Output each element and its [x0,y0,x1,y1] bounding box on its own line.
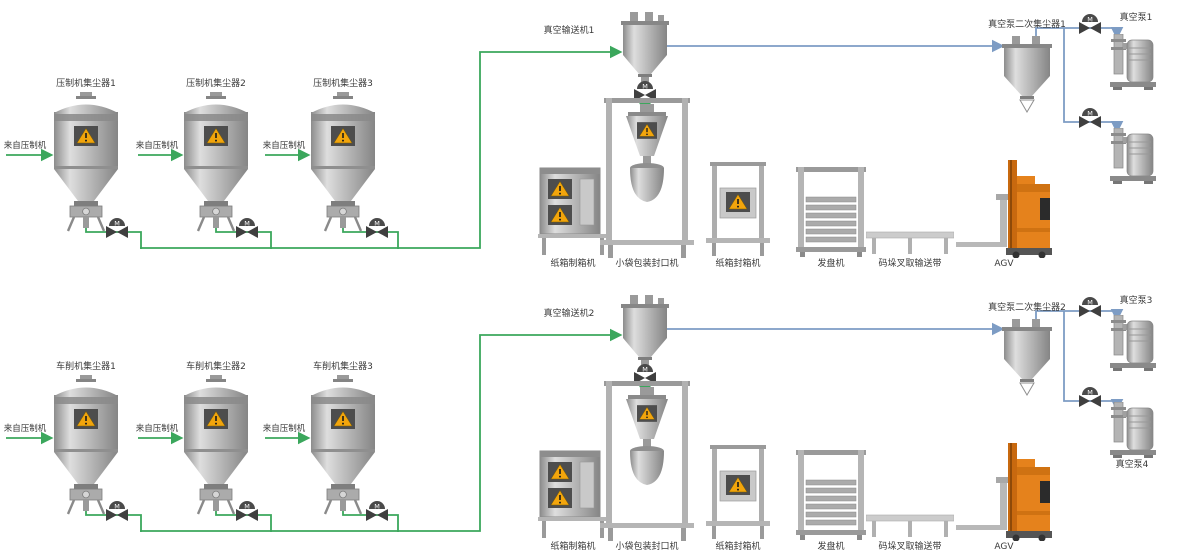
top-pump-1-label: 真空泵1 [1119,13,1153,23]
bottom-pallet-dispenser[interactable] [796,450,866,540]
bottom-collector-1-label: 车削机集尘器1 [56,362,116,372]
bottom-equipment-label-6: AGV [994,542,1014,552]
top-pump-valve-2[interactable] [1077,105,1103,129]
top-discharge-valve-1[interactable] [104,215,130,239]
bottom-pump-valve-1[interactable] [1077,294,1103,318]
pipe-pump3-bottom [1035,309,1124,322]
bottom-secondary-collector[interactable] [998,319,1056,397]
top-vacuum-pump-1[interactable] [1106,34,1160,90]
top-bag-packing-machine[interactable] [600,98,694,258]
top-discharge-valve-2[interactable] [234,215,260,239]
bottom-collector-3-label: 车削机集尘器3 [313,362,373,372]
top-vacuum-pump-2[interactable] [1106,128,1160,184]
top-pallet-conveyor[interactable] [866,226,954,256]
top-equipment-label-6: AGV [994,259,1014,269]
bottom-vacuum-conveyor[interactable] [615,295,675,365]
bottom-vacuum-pump-1[interactable] [1106,315,1160,371]
bottom-discharge-valve-2[interactable] [234,498,260,522]
top-secondary-collector-label: 真空泵二次集尘器1 [988,20,1066,30]
top-equipment-label-4: 发盘机 [817,259,845,269]
top-collector-1-label: 压制机集尘器1 [56,79,116,89]
bottom-pallet-conveyor[interactable] [866,509,954,539]
bottom-pump-valve-2[interactable] [1077,384,1103,408]
top-equipment-label-5: 码垛叉取输送带 [878,259,942,269]
top-source-3-label: 来自压制机 [262,141,306,151]
bottom-discharge-valve-3[interactable] [364,498,390,522]
top-secondary-collector[interactable] [998,36,1056,114]
bottom-equipment-label-1: 纸箱制箱机 [550,542,596,552]
top-source-2-label: 来自压制机 [135,141,179,151]
bottom-equipment-label-5: 码垛叉取输送带 [878,542,942,552]
top-vacuum-conveyor[interactable] [615,12,675,82]
top-pallet-dispenser[interactable] [796,167,866,257]
bottom-equipment-label-4: 发盘机 [817,542,845,552]
bottom-pump-2-label: 真空泵4 [1115,460,1149,470]
pipe-header-top [140,45,623,249]
top-pump-valve-1[interactable] [1077,11,1103,35]
bottom-bag-packing-machine[interactable] [600,381,694,541]
top-agv[interactable] [956,158,1052,258]
bottom-agv[interactable] [956,441,1052,541]
bottom-source-1-label: 来自压制机 [3,424,47,434]
top-collector-3-label: 压制机集尘器3 [313,79,373,89]
bottom-secondary-collector-label: 真空泵二次集尘器2 [988,303,1066,313]
bottom-pump-1-label: 真空泵3 [1119,296,1153,306]
top-equipment-label-3: 纸箱封箱机 [715,259,761,269]
pipe-header-bottom [140,328,623,532]
bottom-vacuum-conveyor-label: 真空输送机2 [543,309,595,319]
top-discharge-valve-3[interactable] [364,215,390,239]
top-box-making-machine[interactable] [538,162,608,257]
bottom-discharge-valve-1[interactable] [104,498,130,522]
bottom-source-3-label: 来自压制机 [262,424,306,434]
bottom-box-making-machine[interactable] [538,445,608,540]
top-carton-sealing-machine[interactable] [706,162,770,257]
top-equipment-label-2: 小袋包装封口机 [615,259,679,269]
top-equipment-label-1: 纸箱制箱机 [550,259,596,269]
top-source-1-label: 来自压制机 [3,141,47,151]
bottom-source-2-label: 来自压制机 [135,424,179,434]
bottom-equipment-label-3: 纸箱封箱机 [715,542,761,552]
top-collector-2-label: 压制机集尘器2 [186,79,246,89]
top-vacuum-conveyor-label: 真空输送机1 [543,26,595,36]
bottom-equipment-label-2: 小袋包装封口机 [615,542,679,552]
pipe-pump1-top [1035,27,1124,40]
bottom-vacuum-pump-2[interactable] [1106,402,1160,458]
bottom-collector-2-label: 车削机集尘器2 [186,362,246,372]
bottom-carton-sealing-machine[interactable] [706,445,770,540]
